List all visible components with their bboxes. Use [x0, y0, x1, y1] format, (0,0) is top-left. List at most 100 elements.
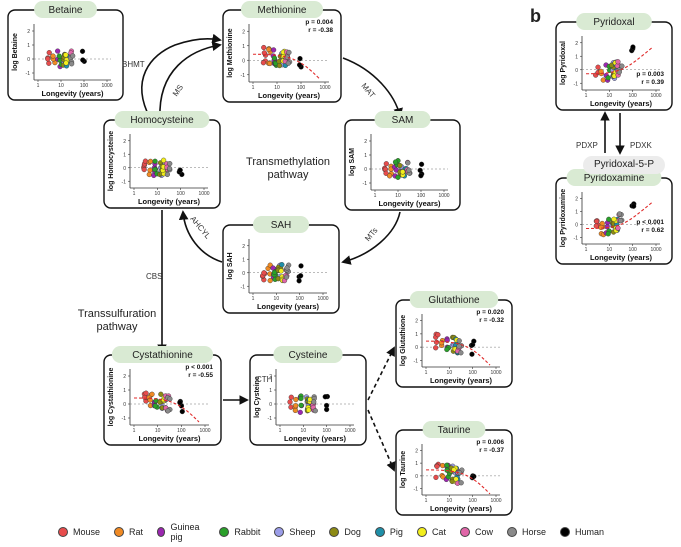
data-point	[50, 53, 56, 59]
pathway-arrows	[141, 33, 625, 472]
data-point	[271, 55, 278, 61]
data-point	[605, 75, 611, 81]
y-tick-label: 1	[415, 332, 418, 338]
data-point	[279, 262, 285, 268]
trend-line	[252, 53, 320, 79]
y-axis-label: log Cystathionine	[108, 368, 115, 427]
data-point	[433, 474, 439, 480]
stat-r: r = -0.37	[479, 447, 504, 454]
data-point	[261, 270, 267, 276]
y-tick-label: 0	[123, 402, 126, 408]
legend-swatch	[114, 527, 125, 537]
legend-swatch	[559, 527, 570, 537]
x-tick-label: 1000	[319, 85, 330, 91]
data-point	[296, 278, 302, 284]
data-point	[598, 68, 604, 74]
x-tick-label: 1000	[650, 247, 661, 253]
x-tick-label: 10	[274, 296, 280, 302]
x-tick-label: 1000	[317, 296, 328, 302]
legend-label: Human	[574, 527, 604, 537]
data-point	[55, 48, 61, 54]
data-point	[444, 346, 450, 353]
data-point	[283, 274, 290, 280]
y-tick-label: 1	[123, 152, 126, 158]
plot-title-pill	[422, 421, 486, 438]
x-tick-label: 10	[447, 370, 453, 376]
legend-item-cow: Cow	[459, 527, 493, 537]
data-point	[70, 53, 76, 59]
x-axis-label: Longevity (years)	[590, 99, 653, 108]
stat-p: p = 0.004	[305, 19, 333, 26]
data-point	[147, 158, 154, 164]
data-point	[418, 161, 425, 167]
data-point	[383, 170, 389, 176]
y-tick-label: 1	[242, 257, 245, 263]
data-point	[397, 162, 403, 169]
x-axis-label: Longevity (years)	[430, 376, 493, 385]
data-point	[298, 263, 304, 269]
y-tick-label: -1	[122, 416, 127, 422]
data-point	[164, 171, 170, 178]
y-tick-label: -1	[574, 236, 579, 242]
y-tick-label: 2	[269, 374, 272, 380]
data-point	[146, 171, 152, 178]
stat-r: r = -0.38	[308, 27, 333, 34]
x-tick-label: 1	[425, 370, 428, 376]
plot-title: Taurine	[438, 425, 471, 436]
data-point	[293, 403, 299, 409]
x-tick-label: 10	[447, 498, 453, 504]
x-tick-label: 1000	[344, 428, 355, 434]
y-tick-label: 2	[415, 319, 418, 325]
data-point	[141, 166, 147, 173]
data-point	[261, 44, 267, 51]
data-point	[616, 211, 623, 217]
data-point	[298, 402, 304, 408]
data-point	[152, 166, 158, 173]
data-point	[278, 268, 284, 274]
data-point	[631, 203, 637, 209]
x-tick-label: 1000	[490, 370, 501, 376]
y-tick-label: -1	[241, 284, 246, 290]
data-point	[298, 395, 304, 402]
data-point	[619, 63, 625, 69]
data-point	[444, 462, 450, 468]
data-point	[46, 60, 52, 66]
data-point	[456, 343, 462, 349]
y-tick-label: -1	[26, 71, 31, 77]
data-point	[79, 48, 86, 54]
data-point	[630, 44, 636, 50]
enzyme-bhmt: BHMT	[122, 60, 145, 69]
data-point	[323, 402, 330, 409]
x-tick-label: 10	[155, 191, 161, 197]
data-point	[63, 60, 69, 66]
legend-label: Sheep	[289, 527, 316, 537]
arrow-homocysteine-methionine-ms	[159, 41, 222, 119]
y-tick-label: 2	[575, 41, 578, 47]
y-tick-label: 2	[364, 139, 367, 145]
plot-title-pill	[253, 216, 309, 233]
data-point	[152, 403, 158, 409]
data-point	[63, 52, 69, 58]
legend-swatch	[58, 527, 68, 537]
x-axis-label: Longevity (years)	[41, 89, 104, 98]
stat-p: p < 0.001	[636, 219, 664, 226]
data-point	[260, 60, 267, 66]
plot-title: Pyridoxal	[593, 17, 634, 28]
data-point	[45, 56, 51, 62]
y-axis-label: log SAH	[227, 252, 234, 279]
x-tick-label: 10	[58, 83, 64, 89]
stat-p: p = 0.020	[476, 309, 504, 316]
data-point	[285, 60, 291, 66]
y-tick-label: -1	[122, 179, 127, 185]
enzyme-cth: CTH	[256, 375, 273, 384]
data-point	[271, 47, 277, 53]
legend-label: Guinea pig	[170, 522, 200, 542]
x-tick-label: 100	[417, 193, 426, 199]
data-point	[143, 390, 149, 396]
y-tick-label: 2	[123, 139, 126, 145]
